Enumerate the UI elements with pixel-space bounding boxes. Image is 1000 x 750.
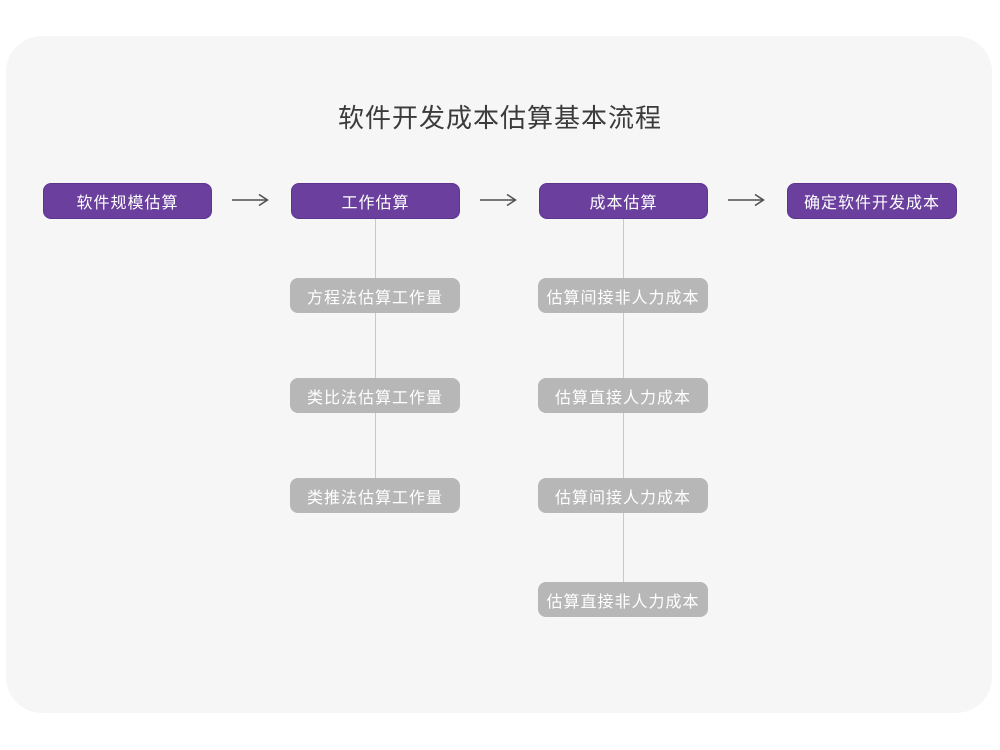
substep-box-analogy-method: 类比法估算工作量 [290,378,460,413]
arrow-right-icon [728,193,765,207]
substep-box-direct-nonlabor-cost: 估算直接非人力成本 [538,582,708,617]
substep-box-direct-labor-cost: 估算直接人力成本 [538,378,708,413]
stage-box-cost-estimation: 成本估算 [539,183,708,219]
stage-box-software-scale-estimation: 软件规模估算 [43,183,212,219]
arrow-right-icon [232,193,269,207]
connector-line-work [375,219,376,478]
substep-box-equation-method: 方程法估算工作量 [290,278,460,313]
diagram-title: 软件开发成本估算基本流程 [337,103,662,133]
stage-box-determine-dev-cost: 确定软件开发成本 [787,183,957,219]
substep-box-extrapolation-method: 类推法估算工作量 [290,478,460,513]
diagram-card [6,36,992,713]
arrow-right-icon [480,193,517,207]
substep-box-indirect-labor-cost: 估算间接人力成本 [538,478,708,513]
substep-box-indirect-nonlabor-cost: 估算间接非人力成本 [538,278,708,313]
stage-box-work-estimation: 工作估算 [291,183,460,219]
